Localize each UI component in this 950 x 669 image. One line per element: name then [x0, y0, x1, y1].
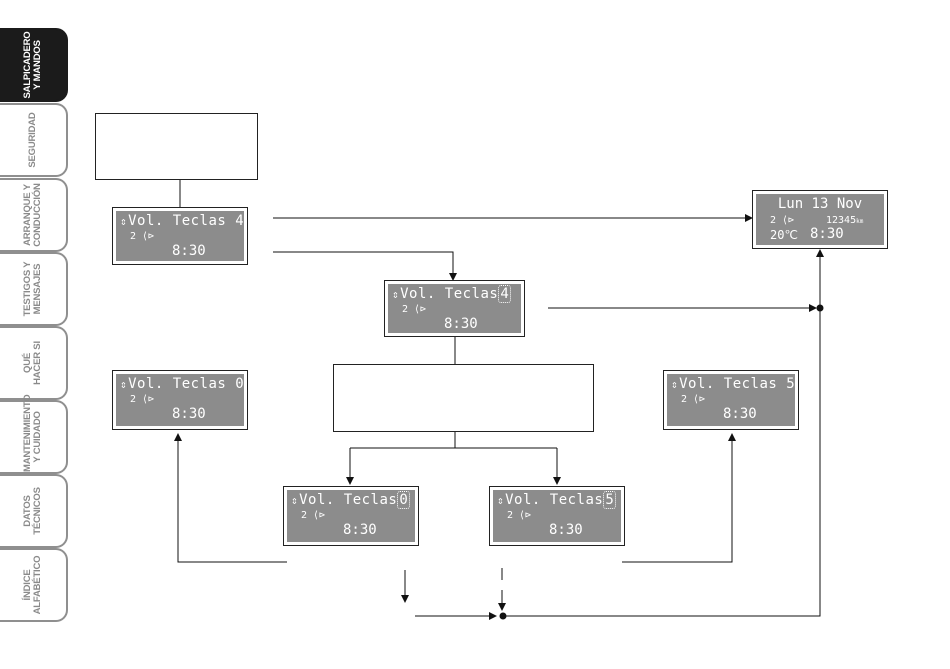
display-time: 8:30: [172, 406, 206, 422]
tab-testigos[interactable]: TESTIGOS Y MENSAJES: [0, 252, 68, 326]
display-value: 4: [498, 285, 512, 303]
display-text: Vol. Teclas: [400, 286, 499, 302]
display-status: 2 ⟨⊳: [507, 510, 532, 521]
tab-salpicadero[interactable]: SALPICADERO Y MANDOS: [0, 28, 68, 102]
display-status: 2 ⟨⊳: [301, 510, 326, 521]
up-down-arrow-icon: ⇕: [291, 494, 299, 507]
display-vol-5: ⇕Vol. Teclas 5 2 ⟨⊳ 8:30: [663, 370, 799, 430]
display-odometer: 12345km: [826, 215, 863, 226]
display-value: 0: [397, 491, 411, 509]
empty-step-box: [95, 113, 258, 180]
tab-arranque[interactable]: ARRANQUE Y CONDUCCIÓN: [0, 178, 68, 252]
display-status: 2 ⟨⊳: [402, 304, 427, 315]
up-down-arrow-icon: ⇕: [497, 494, 505, 507]
display-date: Lun 13 Nov: [777, 196, 863, 212]
display-status: 2 ⟨⊳: [130, 394, 155, 405]
tab-datos-tecnicos[interactable]: DATOS TÉCNICOS: [0, 474, 68, 548]
up-down-arrow-icon: ⇕: [392, 288, 400, 301]
up-down-arrow-icon: ⇕: [120, 378, 128, 391]
display-time: 8:30: [343, 522, 377, 538]
junction-dot: [499, 612, 507, 620]
display-temperature: 20℃: [770, 228, 798, 242]
display-time: 8:30: [810, 226, 844, 242]
up-down-arrow-icon: ⇕: [120, 215, 128, 228]
display-time: 8:30: [172, 243, 206, 259]
display-text: Vol. Teclas 5: [679, 376, 796, 392]
display-vol-4: ⇕Vol. Teclas 4 2 ⟨⊳ 8:30: [112, 207, 248, 265]
odometer-unit: km: [856, 218, 864, 225]
display-status: 2 ⟨⊳: [770, 215, 795, 226]
display-status: 2 ⟨⊳: [130, 231, 155, 242]
display-time: 8:30: [549, 522, 583, 538]
display-text: Vol. Teclas: [299, 492, 398, 508]
up-down-arrow-icon: ⇕: [671, 378, 679, 391]
display-value: 5: [603, 491, 617, 509]
tab-mantenimiento[interactable]: MANTENIMIENTO Y CUIDADO: [0, 395, 68, 474]
display-text: Vol. Teclas 4: [128, 213, 245, 229]
display-time: 8:30: [723, 406, 757, 422]
display-time: 8:30: [444, 316, 478, 332]
display-status: 2 ⟨⊳: [681, 394, 706, 405]
display-default: Lun 13 Nov 2 ⟨⊳ 12345km 20℃ 8:30: [752, 190, 888, 249]
tab-seguridad[interactable]: SEGURIDAD: [0, 103, 68, 177]
tab-indice[interactable]: ÍNDICE ALFABÉTICO: [0, 548, 68, 622]
empty-step-box: [333, 364, 594, 432]
odometer-value: 12345: [826, 215, 857, 226]
junction-dot: [816, 304, 824, 312]
display-text: Vol. Teclas: [505, 492, 604, 508]
display-text: Vol. Teclas 0: [128, 376, 245, 392]
display-vol-0: ⇕Vol. Teclas 0 2 ⟨⊳ 8:30: [112, 370, 248, 430]
tab-que-hacer[interactable]: QUÉ HACER SI: [0, 326, 68, 400]
